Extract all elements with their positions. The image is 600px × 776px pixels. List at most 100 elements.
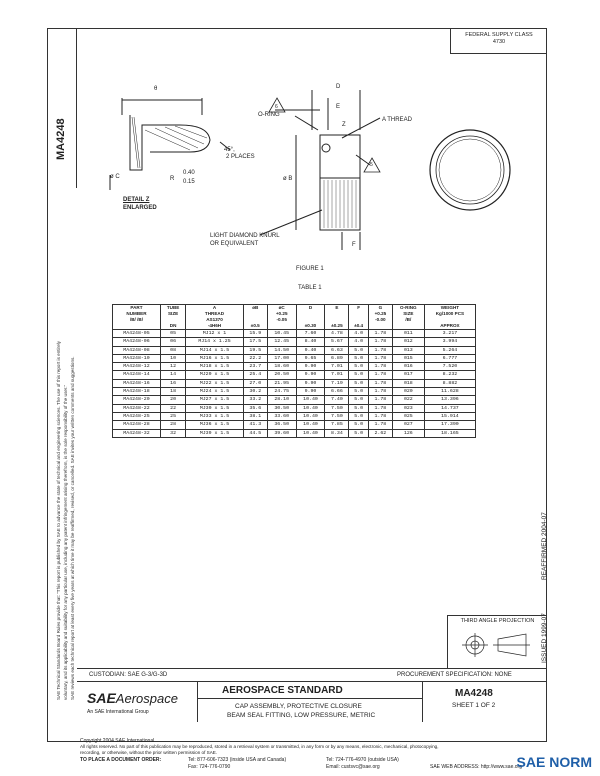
table-cell: 027 — [391, 420, 425, 430]
table-cell: 25 — [159, 411, 187, 422]
figure-caption: FIGURE 1 — [296, 266, 324, 272]
table-cell: 12.45 — [266, 337, 297, 347]
note-6-label: 6 — [275, 104, 278, 110]
table-cell: 4.78 — [324, 328, 350, 339]
table-cell: 3.994 — [423, 337, 477, 347]
table-cell: 7.50 — [324, 403, 350, 413]
dim-f-label: F — [352, 242, 356, 248]
table-cell: 11.628 — [423, 387, 477, 397]
table-cell: 9.90 — [295, 370, 326, 380]
column-header-line: D — [308, 305, 313, 310]
table-cell: 8.40 — [295, 337, 326, 347]
footer-copyright: Copyright 2004 SAE International — [80, 738, 155, 744]
table-cell: 1.78 — [367, 395, 393, 405]
table-cell: 017 — [391, 370, 425, 380]
column-header-line: G — [378, 305, 383, 310]
dim-z-label: Z — [342, 122, 346, 128]
table-cell: 015 — [391, 353, 425, 364]
dim-r-value-2: 0.15 — [183, 179, 195, 185]
column-header-line: NUMBER — [126, 311, 147, 316]
column-header: E ±0.25 — [324, 304, 350, 330]
table-cell: 1.78 — [367, 378, 393, 389]
table-cell: MJ27 x 1.5 — [185, 395, 244, 405]
projection-title: THIRD ANGLE PROJECTION — [460, 618, 535, 624]
column-header-line — [394, 323, 423, 329]
column-header-line: +0.25 — [275, 311, 288, 316]
table-cell: 5.0 — [348, 395, 369, 405]
table-cell: MA4248-18 — [112, 387, 161, 397]
note-5-label: 5 — [370, 162, 373, 168]
table-cell: MJ30 x 1.5 — [185, 403, 244, 413]
table-cell: 9.90 — [295, 387, 326, 397]
column-header-line: A — [212, 305, 217, 310]
column-header-line — [370, 323, 391, 329]
detail-z-label: DETAIL Z — [123, 197, 150, 203]
column-header-line: E — [335, 305, 339, 310]
table-cell: 016 — [391, 362, 425, 372]
table-cell: MJ14 x 1.25 — [185, 337, 244, 347]
table-cell: 5.0 — [348, 353, 369, 364]
projection-box: THIRD ANGLE PROJECTION — [447, 615, 547, 668]
table-cell: 9.90 — [295, 378, 326, 389]
table-cell: 14.737 — [423, 403, 477, 413]
sae-norm-brand: SAE NORM — [516, 754, 592, 770]
figure-1-drawing — [109, 90, 511, 250]
column-header-line: WEIGHT — [440, 305, 460, 310]
dim-b-label: ø B — [283, 176, 293, 182]
table-cell: 8.882 — [423, 378, 477, 389]
table-cell: 30.2 — [242, 387, 268, 397]
table-cell: 17.390 — [423, 420, 477, 430]
table-cell: 18 — [159, 387, 187, 397]
side-doc-strip — [47, 28, 77, 188]
side-disclaimer-1: SAE Technical Standards Board Rules prov… — [56, 341, 61, 700]
title-divider-left — [197, 682, 198, 722]
knurl-label-1: LIGHT DIAMOND KNURL — [210, 233, 280, 239]
sheet-number: SHEET 1 OF 2 — [452, 702, 496, 709]
table-cell: 05 — [159, 328, 187, 339]
column-header: G+0.25-0.00 — [367, 304, 393, 330]
table-cell: 3.217 — [423, 328, 477, 339]
column-header-line: /B/ — [405, 317, 412, 322]
table-cell: MJ18 x 1.5 — [185, 362, 244, 372]
column-header-line: TUBE — [166, 305, 180, 310]
table-cell: MJ24 x 1.5 — [185, 387, 244, 397]
table-cell: 10.45 — [266, 328, 297, 339]
table-cell: 14.50 — [266, 345, 297, 355]
table-cell: 10.40 — [295, 395, 326, 405]
table-cell: 4.0 — [348, 328, 369, 339]
table-cell: 20 — [159, 395, 187, 405]
title-underline — [197, 698, 422, 699]
table-cell: 10 — [159, 353, 187, 364]
dim-theta: θ — [154, 86, 158, 92]
title-doc-number: MA4248 — [455, 688, 493, 699]
column-header: F ±0.4 — [348, 304, 369, 330]
footer-order-label: TO PLACE A DOCUMENT ORDER: — [80, 757, 162, 763]
table-cell: 6.777 — [423, 353, 477, 364]
detail-z-drawing — [109, 98, 231, 190]
column-header-line: ±0.4 — [354, 323, 364, 328]
side-disclaimer-3: SAE reviews each technical report at lea… — [70, 356, 75, 700]
dim-c-label: ø C — [110, 174, 120, 180]
knurl-label-2: OR EQUIVALENT — [210, 241, 259, 247]
standard-title: AEROSPACE STANDARD — [222, 685, 343, 696]
dim-places-label: 2 PLACES — [226, 154, 255, 160]
table-cell: 9.90 — [295, 362, 326, 372]
column-header-line: ±0.25 — [331, 323, 343, 328]
table-cell: 22 — [159, 403, 187, 413]
table-cell: 25.4 — [242, 370, 268, 380]
column-header-line: ±0.30 — [304, 323, 317, 328]
column-header-line: SIZE — [403, 311, 414, 316]
table-cell: 23.7 — [242, 362, 268, 372]
dim-r-value-1: 0.40 — [183, 170, 195, 176]
table-cell: 22.2 — [242, 353, 268, 364]
table-cell: 6.63 — [324, 345, 350, 355]
column-header-line: øB — [252, 305, 259, 310]
